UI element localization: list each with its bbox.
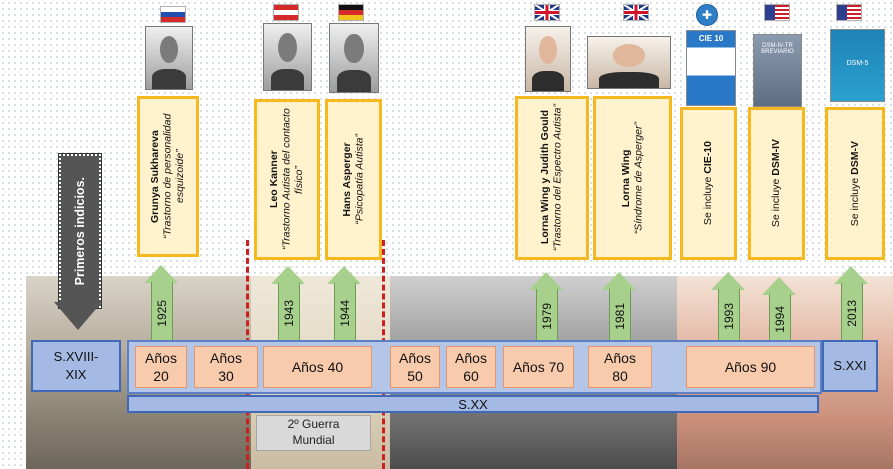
decade-30s: Años 30 [194, 346, 258, 388]
portrait-judith-gould [525, 26, 571, 92]
book-dsm-iv-cover: DSM-IV-TR BREVIARIO [753, 34, 802, 107]
milestone-description: “Trastorno del Espectro Autista” [552, 104, 564, 252]
decade-40s: Años 40 [263, 346, 372, 388]
milestone-cie-10: Se incluye CIE-10 [680, 107, 737, 260]
book-cie-10-cover: CIE 10 [686, 30, 736, 106]
milestone-name: Leo Kanner [268, 150, 281, 209]
flag-uk-icon [623, 4, 649, 21]
milestone-name: Hans Asperger [340, 142, 353, 217]
milestone-sukhareva: Grunya Sukhareva“Trastorno de personalid… [137, 96, 199, 257]
first-signs-label: Primeros indicios. [73, 176, 87, 286]
year-arrow-2013: 2013 [834, 266, 868, 344]
century-xxi: S.XXI [822, 340, 878, 392]
milestone-name: Lorna Wing [619, 149, 632, 207]
milestone-description: “Psicopatía Autista” [353, 134, 366, 225]
flag-russia-icon [160, 6, 186, 23]
year-arrow-1981: 1981 [602, 272, 636, 344]
year-arrow-1979: 1979 [529, 272, 563, 344]
flag-germany-icon [338, 4, 364, 21]
milestone-description: “Trastorno Autista del contacto físico” [280, 108, 306, 251]
milestone-name: Grunya Sukhareva [149, 130, 162, 223]
milestone-description: “Trastorno de personalidad esquizoide” [161, 113, 187, 240]
milestone-dsm-v: Se incluye DSM-V [825, 107, 885, 260]
decade-50s: Años 50 [390, 346, 440, 388]
milestone-wing-gould: Lorna Wing y Judith Gould“Trastorno del … [515, 96, 589, 260]
world-war-ii-label: 2º Guerra Mundial [256, 415, 371, 451]
decade-70s: Años 70 [503, 346, 574, 388]
century-xviii-xix: S.XVIII- XIX [31, 340, 121, 392]
flag-usa-icon [836, 4, 862, 21]
milestone-asperger: Hans Asperger“Psicopatía Autista” [325, 99, 382, 260]
decade-20s: Años 20 [135, 346, 187, 388]
book-dsm-5-cover: DSM-5 [830, 29, 885, 102]
milestone-description: “Síndrome de Asperger” [632, 121, 645, 235]
flag-uk-icon [534, 4, 560, 21]
decade-90s: Años 90 [686, 346, 815, 388]
year-arrow-1994: 1994 [762, 277, 796, 344]
milestone-dsm-iv: Se incluye DSM-IV [748, 107, 805, 260]
century-xx: S.XX [127, 395, 819, 413]
portrait-lorna-wing [587, 36, 671, 89]
year-arrow-1993: 1993 [711, 272, 745, 344]
year-arrow-1943: 1943 [271, 266, 305, 344]
who-emblem-icon: ✚ [696, 4, 718, 26]
first-signs-arrow: Primeros indicios. [54, 153, 102, 332]
milestone-kanner: Leo Kanner“Trastorno Autista del contact… [254, 99, 320, 260]
portrait-hans-asperger [329, 23, 379, 93]
year-arrow-1925: 1925 [144, 265, 178, 344]
flag-usa-icon [764, 4, 790, 21]
flag-austria-icon [273, 4, 299, 21]
milestone-name: Lorna Wing y Judith Gould [539, 110, 552, 246]
portrait-leo-kanner [263, 23, 312, 91]
year-arrow-1944: 1944 [327, 266, 361, 344]
decade-80s: Años 80 [588, 346, 652, 388]
milestone-wing: Lorna Wing“Síndrome de Asperger” [593, 96, 672, 260]
portrait-grunya-sukhareva [145, 26, 193, 90]
decade-60s: Años 60 [446, 346, 496, 388]
